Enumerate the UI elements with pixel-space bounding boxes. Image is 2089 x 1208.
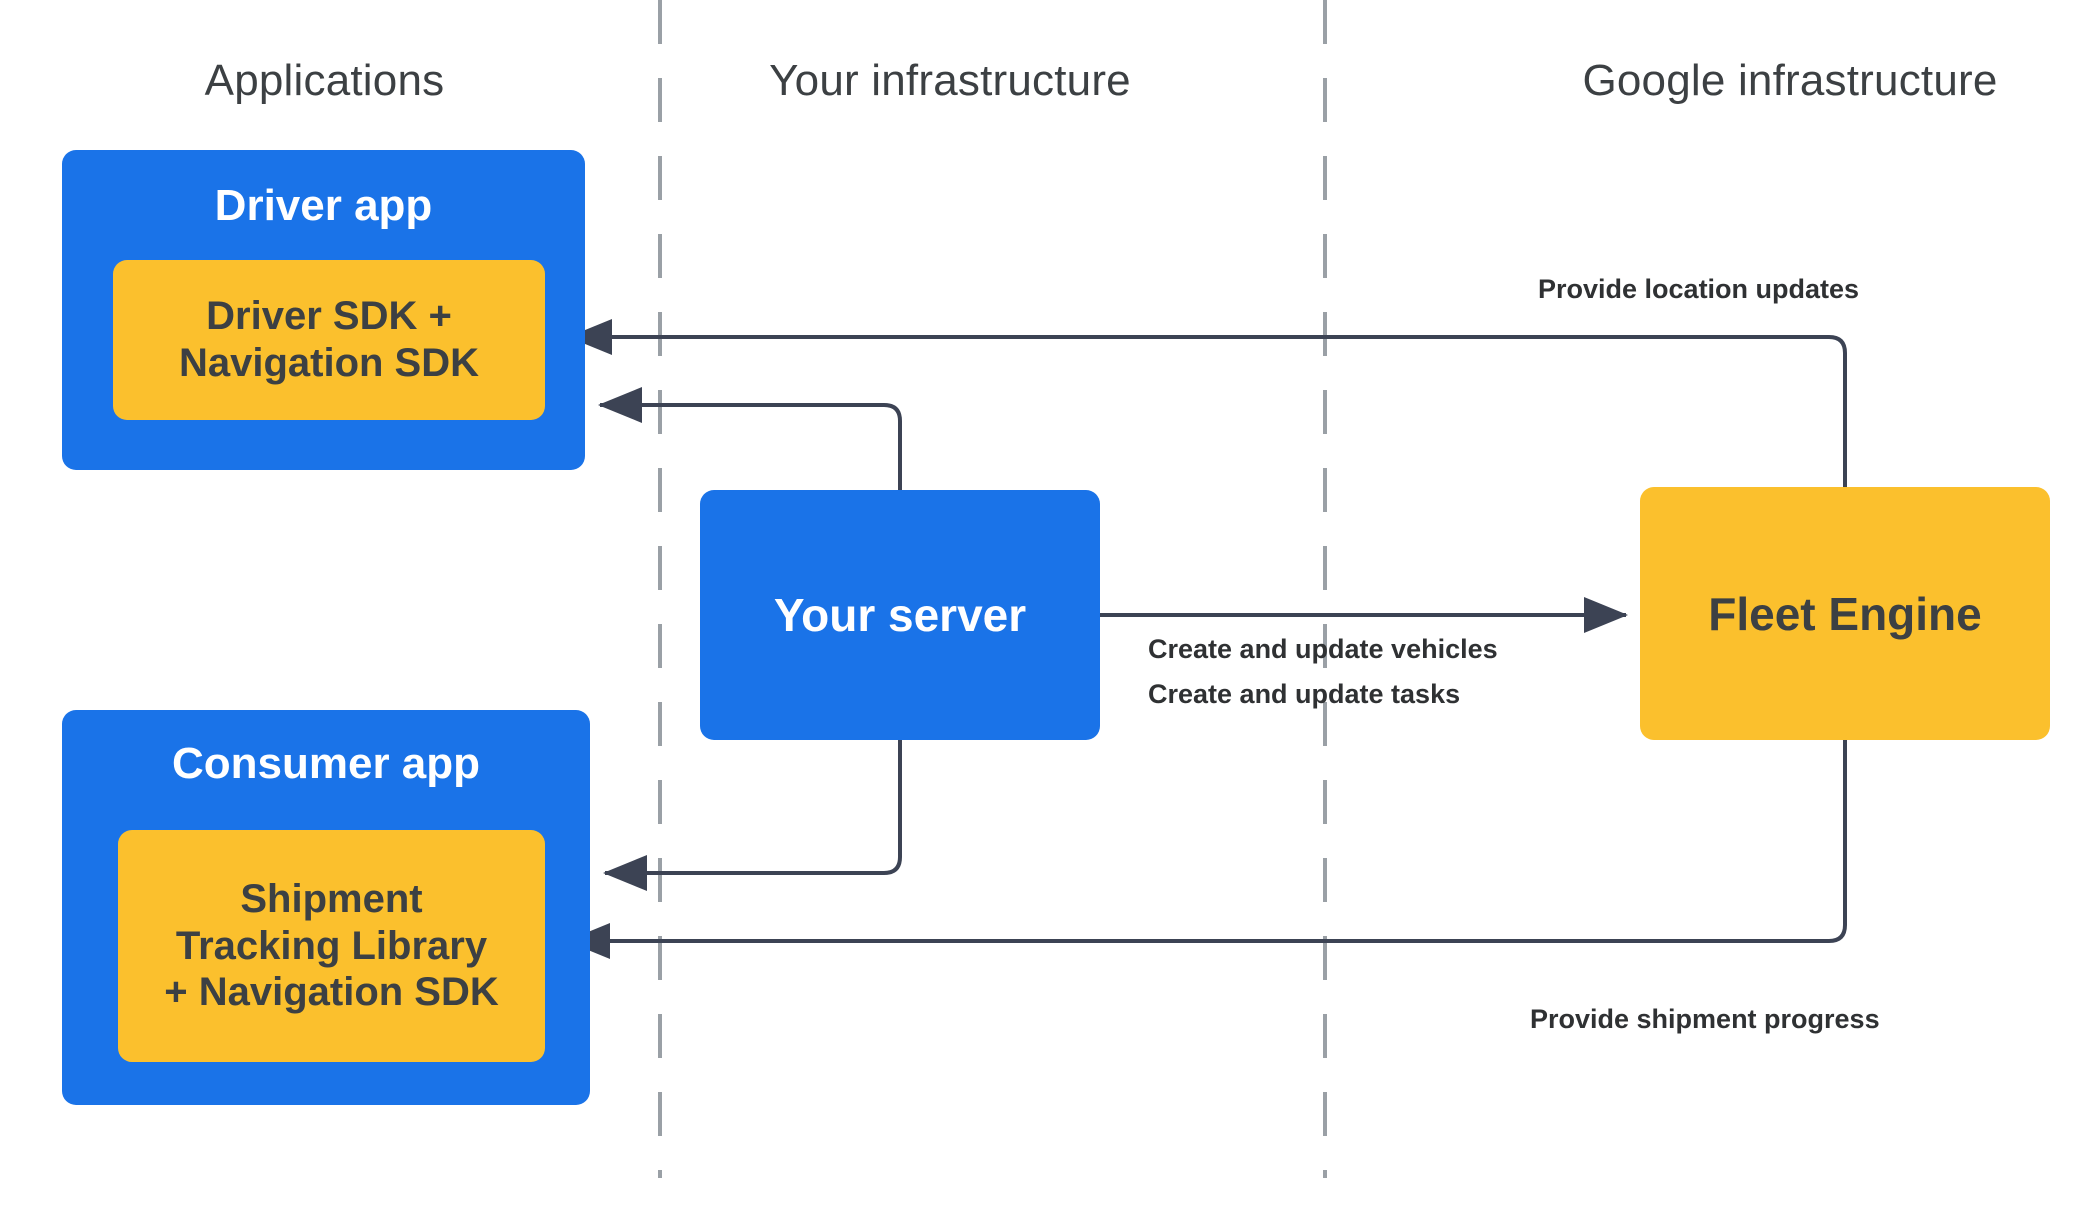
- shipment-tracking-box[interactable]: Shipment Tracking Library + Navigation S…: [118, 830, 545, 1062]
- driver-sdk-label: Driver SDK + Navigation SDK: [169, 293, 489, 387]
- shipment-tracking-line-2: Tracking Library: [175, 923, 488, 968]
- edge-server-to-consumer-app: [603, 740, 902, 891]
- node-your-server[interactable]: Your server: [700, 490, 1100, 740]
- driver-sdk-line-2: Navigation SDK: [178, 341, 480, 385]
- shipment-tracking-label: Shipment Tracking Library + Navigation S…: [154, 876, 509, 1016]
- consumer-app-title: Consumer app: [171, 739, 481, 788]
- shipment-tracking-line-3: + Navigation SDK: [164, 970, 499, 1015]
- edge-label-provide-shipment-progress: Provide shipment progress: [1530, 1004, 1880, 1034]
- driver-sdk-line-1: Driver SDK +: [206, 294, 452, 339]
- column-header-your-infrastructure: Your infrastructure: [769, 56, 1131, 105]
- node-fleet-engine[interactable]: Fleet Engine: [1640, 487, 2050, 740]
- column-header-applications: Applications: [204, 56, 445, 105]
- edge-server-to-driver-app: [598, 387, 902, 490]
- edge-label-provide-location-updates: Provide location updates: [1538, 274, 1860, 304]
- edge-fleet-to-consumer-sdk: [566, 740, 1847, 959]
- driver-app-title: Driver app: [214, 181, 433, 230]
- edge-label-create-update-tasks: Create and update tasks: [1148, 679, 1461, 709]
- edge-label-create-update-vehicles: Create and update vehicles: [1148, 634, 1498, 664]
- your-server-title: Your server: [773, 589, 1027, 641]
- driver-sdk-box[interactable]: Driver SDK + Navigation SDK: [113, 260, 545, 420]
- fleet-engine-title: Fleet Engine: [1708, 587, 1982, 640]
- edge-fleet-to-driver-sdk: [568, 319, 1847, 487]
- column-header-google-infrastructure: Google infrastructure: [1582, 56, 1998, 105]
- shipment-tracking-line-1: Shipment: [240, 876, 423, 921]
